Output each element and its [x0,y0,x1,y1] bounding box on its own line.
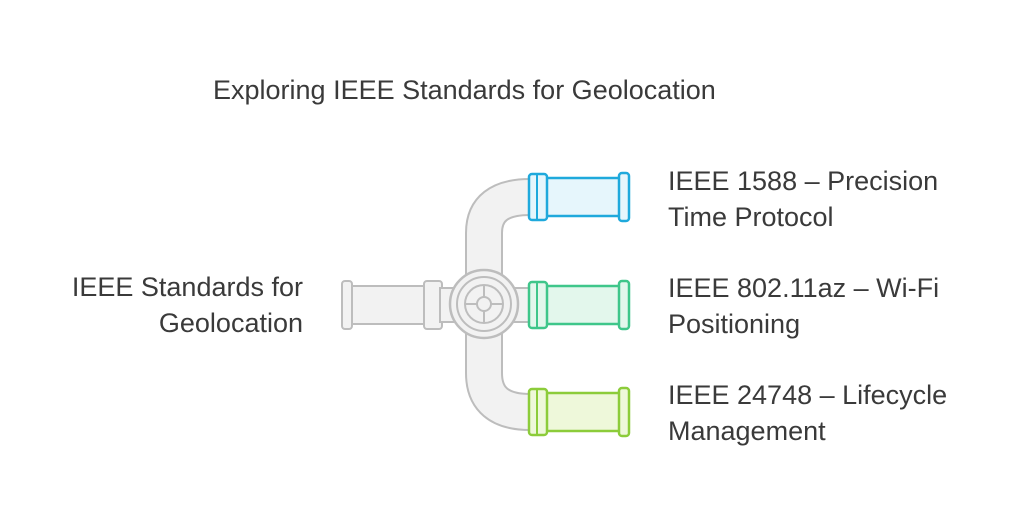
valve-hub [448,268,520,340]
input-pipe-body [349,285,429,325]
branch-label-80211az-line-2: Positioning [668,309,801,339]
valve-center [476,296,492,312]
branch-label-80211az: IEEE 802.11az – Wi-Fi Positioning [668,270,1008,342]
branch-label-1588-line-2: Time Protocol [668,202,834,232]
outlet-24748-cap [617,386,631,438]
source-label: IEEE Standards for Geolocation [13,269,303,341]
outlet-1588-body [542,176,624,218]
outlet-80211az-cap [617,279,631,331]
outlet-80211az-body [542,284,624,326]
input-pipe [341,280,455,330]
output-pipes [527,171,631,438]
branch-label-1588-line-1: IEEE 1588 – Precision [668,166,939,196]
pipe-elbows [465,178,531,431]
outlet-24748-body [542,391,624,433]
branch-label-80211az-line-1: IEEE 802.11az – Wi-Fi [668,273,940,303]
source-label-line-1: IEEE Standards for [71,272,303,302]
elbow-top-inner [467,180,531,278]
source-label-line-2: Geolocation [158,308,303,338]
input-pipe-cap [341,280,353,330]
diagram-title: Exploring IEEE Standards for Geolocation [213,75,716,105]
elbow-bottom-inner [467,330,531,429]
branch-label-24748-line-1: IEEE 24748 – Lifecycle [668,380,948,410]
branch-label-1588: IEEE 1588 – Precision Time Protocol [668,163,1008,235]
outlet-1588-cap [617,171,631,223]
branch-label-24748-line-2: Management [668,416,826,446]
branch-label-24748: IEEE 24748 – Lifecycle Management [668,377,1008,449]
